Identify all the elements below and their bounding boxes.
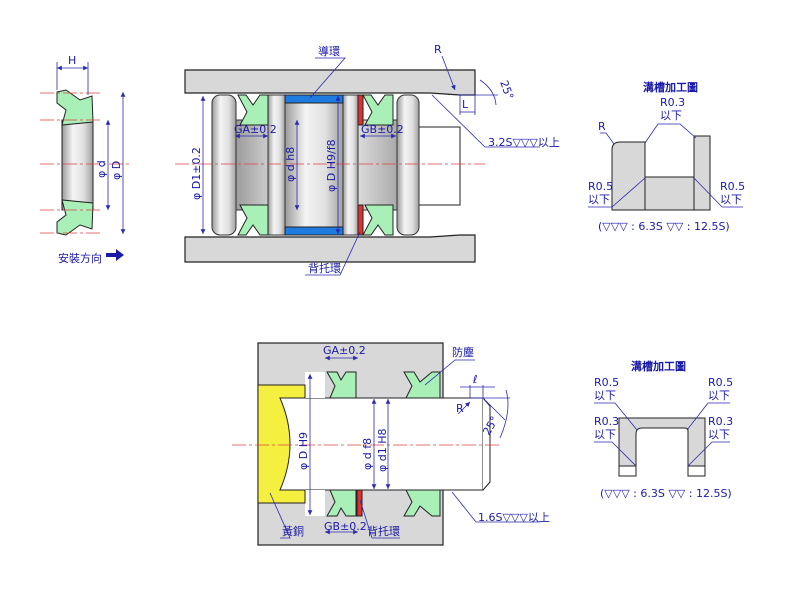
rod-backup-label: 背托環 (367, 524, 400, 538)
l-label: ℓ (472, 373, 478, 386)
guide-ring-top (284, 94, 344, 104)
rod-r-label: R (456, 402, 464, 415)
below-right-label: 以下 (720, 193, 742, 206)
dh8-label: φ d h8 (284, 147, 297, 182)
l-label: L (462, 98, 469, 111)
below-label: 以下 (660, 109, 682, 122)
guide-ring-bottom (284, 226, 344, 236)
below-1: 以下 (594, 389, 616, 402)
below-2: 以下 (708, 389, 730, 402)
angle-label: 25° (497, 79, 516, 102)
below-4: 以下 (708, 428, 730, 441)
groove-detail-top: 溝槽加工圖 R0.3 以下 R R0.5 以下 R0.5 以下 (▽▽▽ : 6… (588, 80, 745, 233)
rod-gb-label: GB±0.2 (324, 520, 367, 533)
r03-label: R0.3 (660, 96, 685, 109)
r-label: R (434, 43, 442, 56)
groove-title: 溝槽加工圖 (631, 359, 686, 373)
arrow-right-icon (106, 249, 124, 261)
brass-label: 黃銅 (282, 524, 304, 538)
r03-right-label: R0.3 (708, 415, 733, 428)
df8-label: φ d f8 (361, 438, 374, 470)
r05-left-label: R0.5 (594, 376, 619, 389)
r03-left-label: R0.3 (594, 415, 619, 428)
rod-backup-ring (356, 489, 363, 517)
install-direction-label: 安裝方向 (58, 251, 102, 265)
surface-note: (▽▽▽ : 6.3S ▽▽ : 12.5S) (598, 220, 730, 233)
d-label: φ d (95, 160, 108, 178)
wiper-label: 防塵 (452, 345, 474, 359)
dh9-label: φ D H9/f8 (325, 139, 338, 192)
backup-ring-top (357, 94, 364, 126)
backup-ring-label: 背托環 (308, 261, 341, 275)
d1h8-label: φ d1 H8 (376, 428, 389, 472)
groove-title: 溝槽加工圖 (643, 80, 698, 94)
guide-ring-label: 導環 (318, 44, 340, 58)
rod-ga-label: GA±0.2 (323, 344, 366, 357)
dh9-label: φ D H9 (297, 432, 310, 470)
ga-label: GA±0.2 (234, 123, 277, 136)
below-3: 以下 (594, 428, 616, 441)
u-seal-cross-section: H φ d φ D 安裝方向 (40, 54, 130, 265)
rod-surface-label: 1.6S▽▽▽以上 (478, 511, 550, 524)
r05-right-label: R0.5 (720, 180, 745, 193)
h-label: H (68, 54, 76, 67)
d1-label: φ D1±0.2 (190, 147, 203, 200)
D-label: φ D (110, 161, 123, 180)
piston-assembly: 導環 背托環 R 25° L 3.2S▽▽▽以上 φ D1±0.2 φ d h8… (175, 43, 560, 276)
r-label: R (598, 120, 606, 133)
brass-bushing (257, 384, 306, 504)
gb-label: GB±0.2 (361, 123, 404, 136)
r05-right-label: R0.5 (708, 376, 733, 389)
backup-ring-bottom (357, 204, 364, 236)
r05-left-label: R0.5 (588, 180, 613, 193)
surface-finish-label: 3.2S▽▽▽以上 (488, 136, 560, 149)
below-left-label: 以下 (588, 193, 610, 206)
rod-assembly: GA±0.2 GB±0.2 防塵 黃銅 背托環 φ D H9 φ d f8 φ … (232, 342, 550, 546)
surface-note: (▽▽▽ : 6.3S ▽▽ : 12.5S) (600, 487, 732, 500)
groove-detail-bottom: 溝槽加工圖 R0.5 以下 R0.5 以下 R0.3 以下 R0.3 以下 (▽… (594, 359, 733, 500)
